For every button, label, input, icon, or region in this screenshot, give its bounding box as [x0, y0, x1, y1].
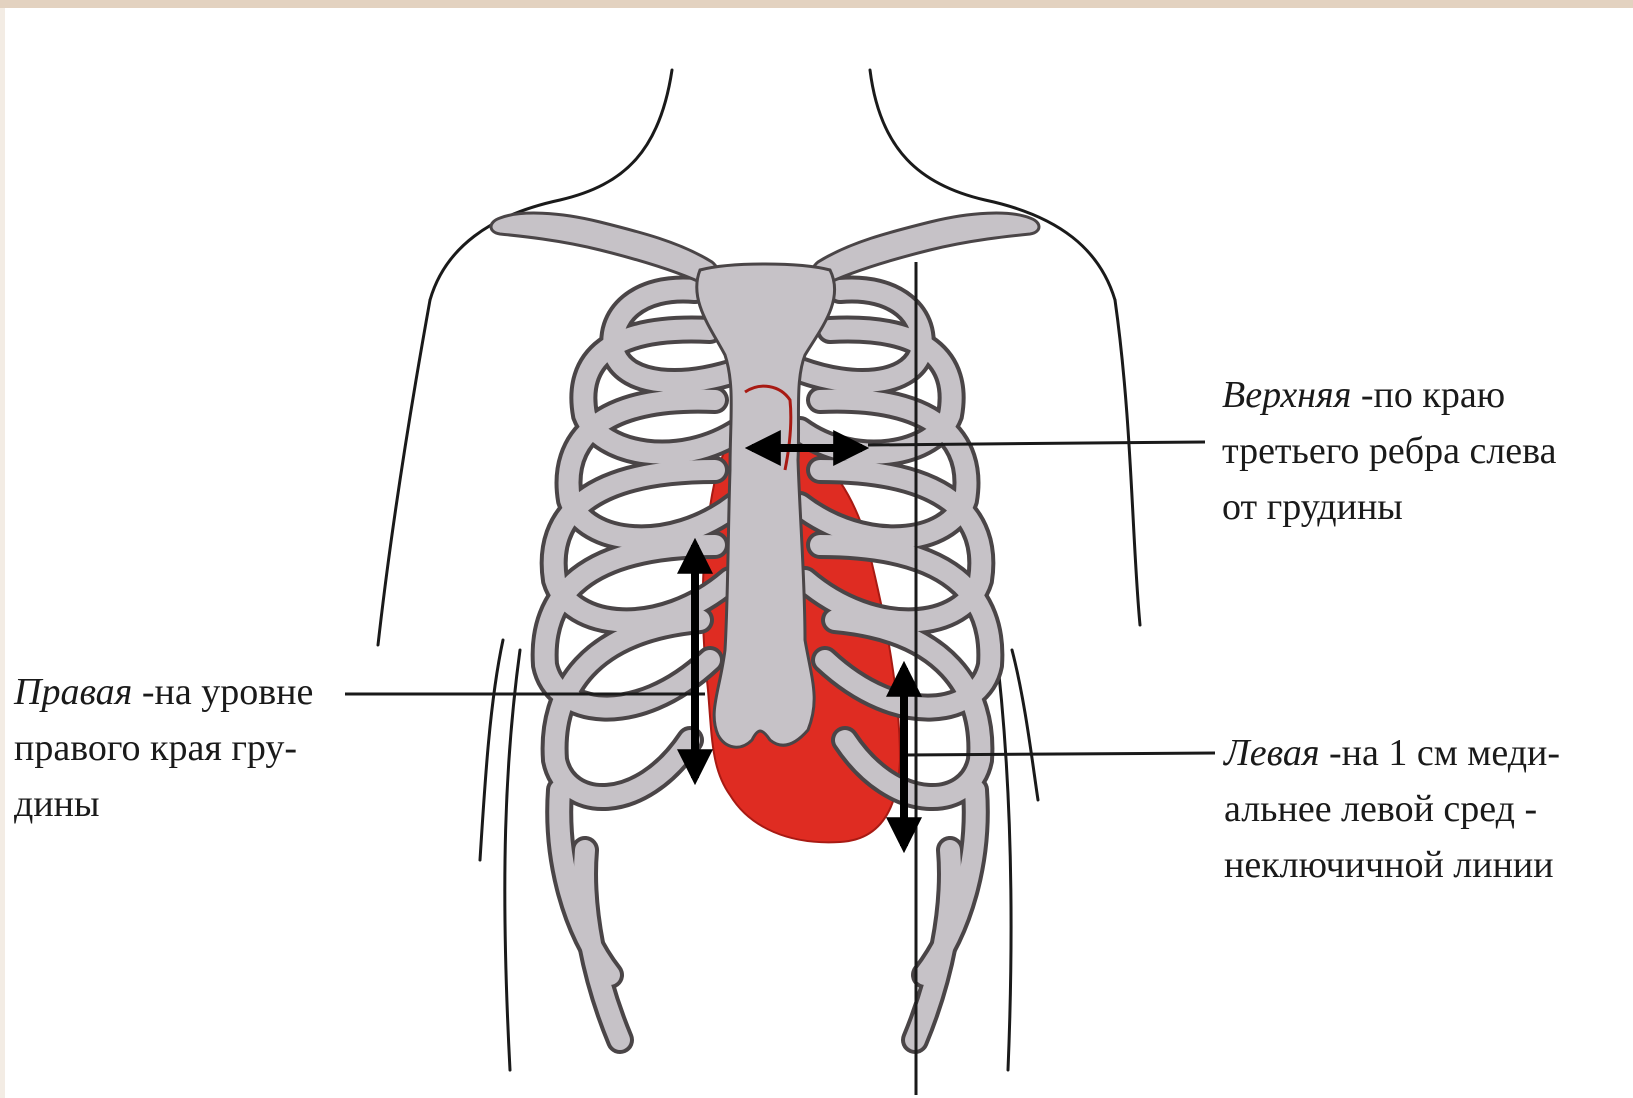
left-label-line-1: Левая -на 1 см меди-	[1224, 725, 1560, 781]
upper-label-rest: -по краю	[1351, 374, 1505, 416]
left-label-rest: -на 1 см меди-	[1320, 732, 1561, 774]
left-label-term: Левая	[1224, 732, 1320, 774]
right-armpit-line	[995, 640, 1011, 1070]
right-clavicle	[812, 213, 1039, 286]
upper-label-line-3: от грудины	[1222, 479, 1556, 535]
right-label-line-1: Правая -на уровне	[14, 664, 313, 720]
left-arm-outer-line	[378, 300, 430, 645]
neck-right-line	[870, 70, 1115, 300]
left-label-line-2: альнее левой сред -	[1224, 781, 1560, 837]
right-label-rest: -на уровне	[132, 671, 313, 713]
upper-label-term: Верхняя	[1222, 374, 1351, 416]
left-arm-inner-line	[480, 640, 503, 860]
left-label-line-3: неключичной линии	[1224, 837, 1560, 893]
left-armpit-line	[505, 650, 520, 1070]
upper-boundary-label: Верхняя -по краю третьего ребра слева от…	[1222, 367, 1556, 535]
upper-label-line-2: третьего ребра слева	[1222, 423, 1556, 479]
right-label-line-3: дины	[14, 776, 313, 832]
neck-left-line	[430, 70, 672, 300]
right-arm-inner-line	[1012, 650, 1038, 800]
right-boundary-label: Правая -на уровне правого края гру- дины	[14, 664, 313, 832]
right-label-term: Правая	[14, 671, 132, 713]
left-clavicle	[491, 213, 718, 286]
left-leader-line	[905, 753, 1215, 755]
right-label-line-2: правого края гру-	[14, 720, 313, 776]
right-arm-outer-line	[1115, 300, 1140, 625]
upper-label-line-1: Верхняя -по краю	[1222, 367, 1556, 423]
left-boundary-label: Левая -на 1 см меди- альнее левой сред -…	[1224, 725, 1560, 893]
